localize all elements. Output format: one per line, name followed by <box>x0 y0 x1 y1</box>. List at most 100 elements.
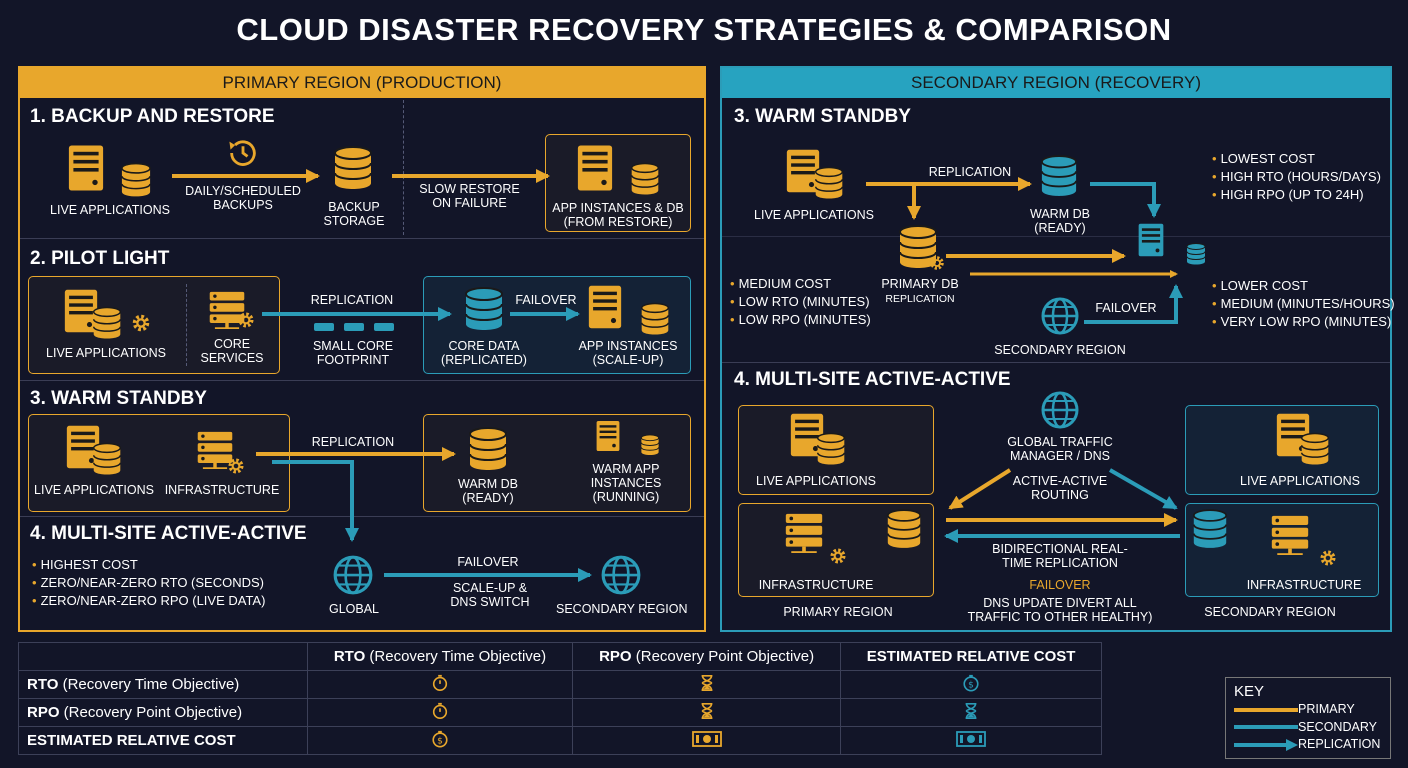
database-icon <box>640 302 670 336</box>
table-header-cell: RTO (Recovery Time Objective) <box>307 642 573 671</box>
server-icon <box>1138 222 1164 258</box>
legend-box: KEY PRIMARY SECONDARY REPLICATION <box>1225 677 1391 759</box>
hourglass-icon <box>962 702 980 720</box>
dollar-coin-icon <box>962 674 980 692</box>
cost-bullets-right: •LOWER COST •MEDIUM (MINUTES/HOURS) •VER… <box>1212 277 1395 331</box>
warm-standby-title: 3. WARM STANDBY <box>734 106 911 127</box>
core-services-label: CORE SERVICES <box>200 337 264 365</box>
row-label: ESTIMATED RELATIVE COST <box>18 726 308 755</box>
cost-bullets-top: •LOWEST COST •HIGH RTO (HOURS/DAYS) •HIG… <box>1212 150 1381 204</box>
backup-restore-title: 1. BACKUP AND RESTORE <box>30 106 275 127</box>
row-label: RPO (Recovery Point Objective) <box>18 698 308 727</box>
database-icon <box>1300 432 1330 466</box>
database-icon <box>92 442 122 476</box>
legend-replication-arrow <box>1234 739 1298 751</box>
table-corner-cell <box>18 642 308 671</box>
table-row: RPO (Recovery Point Objective) <box>18 698 1102 727</box>
dollar-coin-icon <box>431 730 449 748</box>
live-applications-label: LIVE APPLICATIONS <box>50 203 170 217</box>
warm-secondary-box <box>423 414 691 512</box>
divider <box>722 236 1390 237</box>
divider <box>722 362 1390 363</box>
table-row: ESTIMATED RELATIVE COST <box>18 726 1102 755</box>
bullet-item: •HIGH RPO (UP TO 24H) <box>1212 187 1364 202</box>
secondary-region-header: SECONDARY REGION (RECOVERY) <box>722 68 1390 98</box>
dns-update-label: DNS UPDATE DIVERT ALL TRAFFIC TO OTHER H… <box>967 596 1153 624</box>
secondary-region-label: SECONDARY REGION <box>994 343 1126 357</box>
database-icon <box>816 432 846 466</box>
table-cell <box>840 670 1102 699</box>
database-icon <box>1192 508 1228 550</box>
database-icon <box>120 162 152 198</box>
table-header-row: RTO (Recovery Time Objective) RPO (Recov… <box>18 642 1102 671</box>
live-applications-label: LIVE APPLICATIONS <box>756 474 876 488</box>
legend-secondary-label: SECONDARY <box>1298 720 1377 734</box>
table-cell <box>571 670 842 699</box>
table-cell <box>840 726 1102 755</box>
small-footprint-label: SMALL CORE FOOTPRINT <box>312 339 394 367</box>
core-data-label: CORE DATA (REPLICATED) <box>441 339 527 367</box>
database-icon <box>886 508 922 550</box>
bullet-item: •MEDIUM COST <box>730 276 832 291</box>
app-instances-label: APP INSTANCES & DB (FROM RESTORE) <box>552 201 684 229</box>
bullet-item: •LOW RTO (MINUTES) <box>730 294 870 309</box>
backup-storage-label: BACKUP STORAGE <box>323 200 385 228</box>
table-cell <box>307 726 573 755</box>
warm-db-label: WARM DB (READY) <box>458 477 518 505</box>
bullet-item: •HIGHEST COST <box>32 557 138 572</box>
failover-label: FAILOVER <box>1095 301 1157 315</box>
backup-storage-icon <box>333 145 373 191</box>
multi-site-title: 4. MULTI-SITE ACTIVE-ACTIVE <box>734 369 1011 390</box>
table-row: RTO (Recovery Time Objective) <box>18 670 1102 699</box>
pilot-light-title: 2. PILOT LIGHT <box>30 248 170 269</box>
daily-backups-label: DAILY/SCHEDULED BACKUPS <box>185 184 301 212</box>
database-icon <box>630 162 660 196</box>
rack-icon <box>784 512 824 554</box>
database-icon <box>814 166 844 200</box>
legend-secondary-swatch <box>1234 725 1298 729</box>
table-header-cell: ESTIMATED RELATIVE COST <box>840 642 1102 671</box>
bullet-item: •ZERO/NEAR-ZERO RTO (SECONDS) <box>32 575 264 590</box>
globe-icon <box>332 554 374 596</box>
replication-label: REPLICATION <box>928 165 1012 179</box>
server-icon <box>68 144 104 192</box>
bullet-item: •ZERO/NEAR-ZERO RPO (LIVE DATA) <box>32 593 266 608</box>
table-cell <box>307 698 573 727</box>
clock-icon <box>226 136 260 170</box>
gear-icon <box>236 310 256 330</box>
primary-region-label: PRIMARY REGION <box>783 605 893 619</box>
table-cell <box>571 698 842 727</box>
bullet-item: •HIGH RTO (HOURS/DAYS) <box>1212 169 1381 184</box>
multi-site-bullets: •HIGHEST COST •ZERO/NEAR-ZERO RTO (SECON… <box>32 556 265 610</box>
replication-label: REPLICATION <box>311 435 395 449</box>
bullet-item: •MEDIUM (MINUTES/HOURS) <box>1212 296 1395 311</box>
global-label: GLOBAL <box>328 602 380 616</box>
infrastructure-label: INFRASTRUCTURE <box>758 578 874 592</box>
gear-icon <box>928 254 946 272</box>
globe-icon <box>1040 296 1080 336</box>
cost-bullets-left: •MEDIUM COST •LOW RTO (MINUTES) •LOW RPO… <box>730 275 871 329</box>
table-cell <box>571 726 842 755</box>
divider <box>186 284 187 366</box>
bullet-item: •LOWEST COST <box>1212 151 1315 166</box>
row-label: RTO (Recovery Time Objective) <box>18 670 308 699</box>
secondary-region-panel: SECONDARY REGION (RECOVERY) <box>720 66 1392 632</box>
routing-label: ACTIVE-ACTIVE ROUTING <box>1012 474 1108 502</box>
hourglass-icon <box>698 702 716 720</box>
primary-region-panel: PRIMARY REGION (PRODUCTION) <box>18 66 706 632</box>
database-icon <box>1186 242 1206 266</box>
gear-icon <box>226 456 246 476</box>
banknote-icon <box>692 731 722 747</box>
divider <box>20 516 704 517</box>
multi-site-title: 4. MULTI-SITE ACTIVE-ACTIVE <box>30 523 307 544</box>
divider <box>20 238 704 239</box>
gear-icon <box>1318 548 1338 568</box>
infrastructure-label: INFRASTRUCTURE <box>164 483 280 497</box>
rack-icon <box>1270 514 1310 556</box>
divider <box>20 380 704 381</box>
failover-label: FAILOVER <box>457 555 519 569</box>
page-title: CLOUD DISASTER RECOVERY STRATEGIES & COM… <box>236 12 1172 47</box>
globe-icon <box>600 554 642 596</box>
banknote-icon <box>956 731 986 747</box>
comparison-table: RTO (Recovery Time Objective) RPO (Recov… <box>18 642 1102 755</box>
